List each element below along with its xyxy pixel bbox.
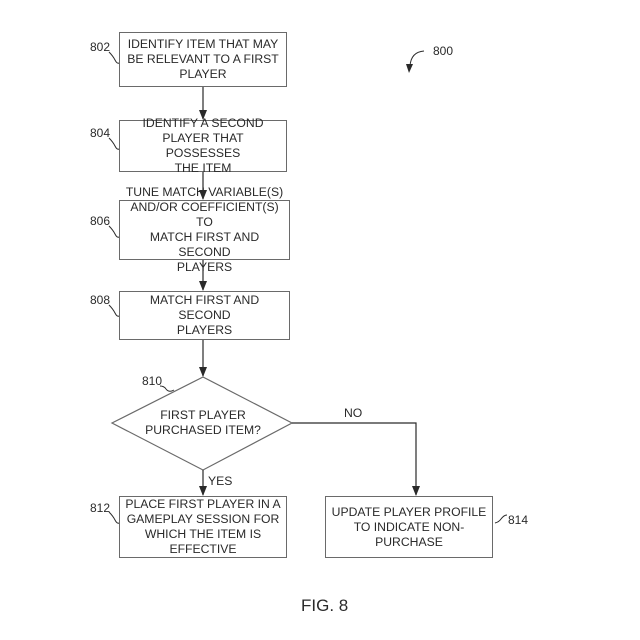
leader-802 bbox=[108, 51, 120, 64]
arrowhead-icon bbox=[199, 190, 207, 200]
leader-808 bbox=[108, 304, 120, 317]
figure-ref-arrow bbox=[409, 50, 425, 67]
step-box-812: PLACE FIRST PLAYER IN A GAMEPLAY SESSION… bbox=[119, 496, 287, 558]
step-text: TUNE MATCH VARIABLE(S) AND/OR COEFFICIEN… bbox=[125, 185, 284, 274]
ref-802: 802 bbox=[90, 40, 111, 54]
yes-label: YES bbox=[208, 474, 233, 488]
ref-806: 806 bbox=[90, 214, 111, 228]
ref-804: 804 bbox=[90, 126, 111, 140]
step-box-802: IDENTIFY ITEM THAT MAY BE RELEVANT TO A … bbox=[119, 32, 287, 87]
ref-814: 814 bbox=[508, 513, 529, 527]
ref-810: 810 bbox=[142, 374, 163, 388]
step-box-804: IDENTIFY A SECOND PLAYER THAT POSSESSES … bbox=[119, 116, 287, 175]
leader-814 bbox=[494, 514, 508, 524]
step-text: IDENTIFY ITEM THAT MAY BE RELEVANT TO A … bbox=[127, 37, 279, 81]
arrowhead-icon bbox=[406, 64, 413, 73]
leader-804 bbox=[108, 137, 120, 150]
arrowhead-icon bbox=[199, 367, 207, 377]
leader-810 bbox=[159, 385, 175, 392]
leader-806 bbox=[108, 225, 120, 238]
arrow-no bbox=[292, 422, 417, 495]
arrowhead-icon bbox=[199, 110, 207, 120]
decision-text: FIRST PLAYER PURCHASED ITEM? bbox=[145, 408, 261, 437]
step-box-808: MATCH FIRST AND SECOND PLAYERS bbox=[119, 291, 290, 340]
step-box-814: UPDATE PLAYER PROFILE TO INDICATE NON- P… bbox=[325, 496, 493, 558]
arrowhead-icon bbox=[412, 486, 420, 496]
no-label: NO bbox=[344, 406, 363, 420]
step-text: UPDATE PLAYER PROFILE TO INDICATE NON- P… bbox=[331, 504, 487, 549]
figure-caption: FIG. 8 bbox=[301, 596, 349, 615]
arrowhead-icon bbox=[199, 281, 207, 291]
ref-808: 808 bbox=[90, 293, 111, 307]
step-text: MATCH FIRST AND SECOND PLAYERS bbox=[149, 293, 260, 337]
ref-812: 812 bbox=[90, 501, 111, 515]
ref-800: 800 bbox=[433, 44, 454, 58]
arrowhead-icon bbox=[199, 486, 207, 496]
leader-812 bbox=[108, 511, 120, 524]
step-box-806: TUNE MATCH VARIABLE(S) AND/OR COEFFICIEN… bbox=[119, 185, 290, 274]
step-text: IDENTIFY A SECOND PLAYER THAT POSSESSES … bbox=[142, 116, 264, 175]
step-text: PLACE FIRST PLAYER IN A GAMEPLAY SESSION… bbox=[125, 497, 281, 556]
